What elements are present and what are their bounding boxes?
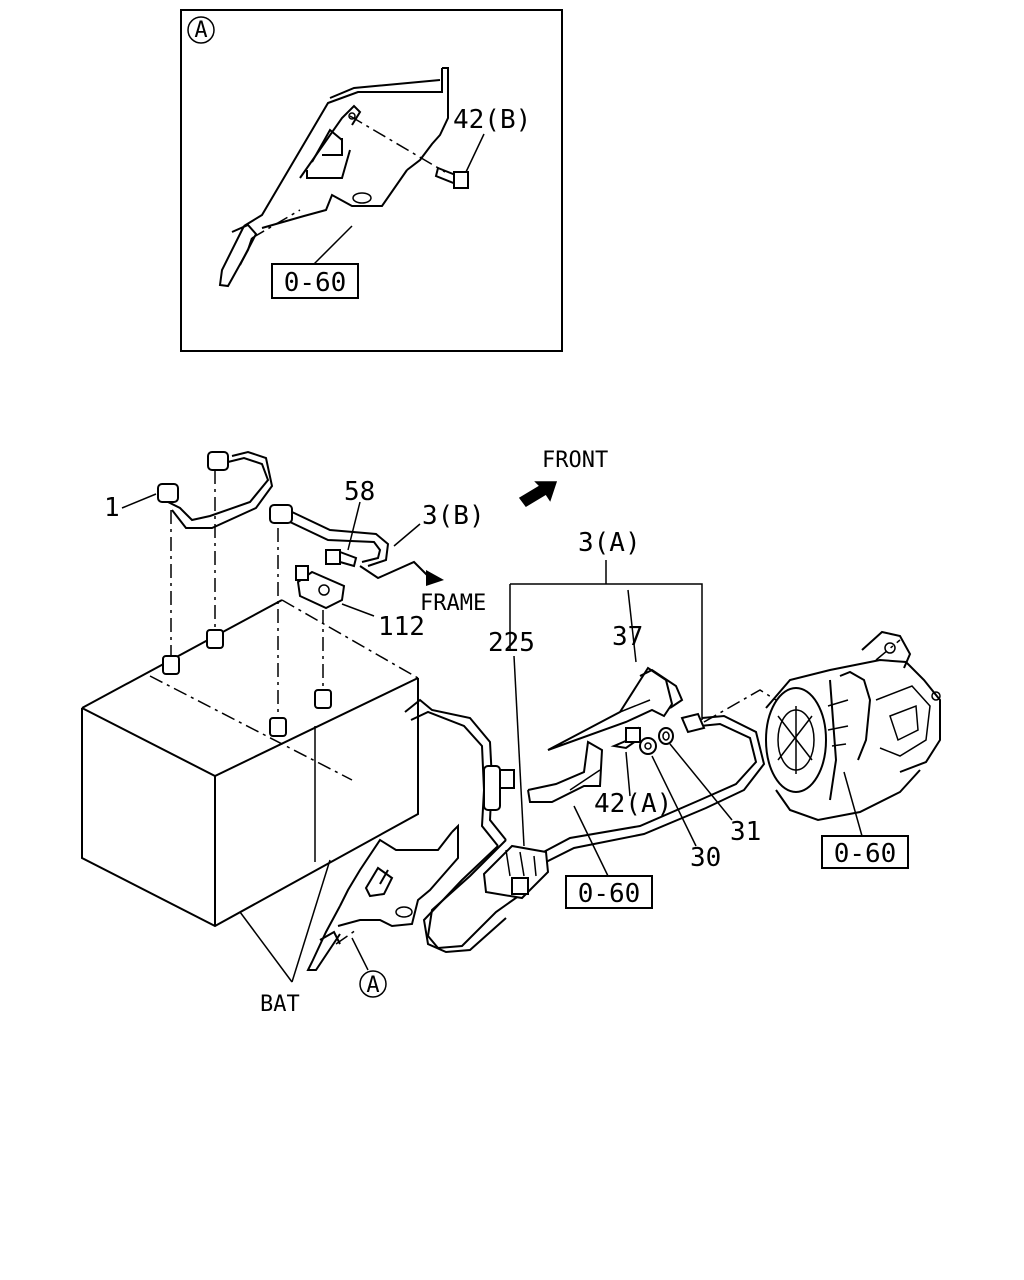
- cover-37: [547, 666, 684, 751]
- starter-motor: [765, 630, 941, 822]
- cable-3b: [269, 504, 444, 586]
- ref-box-starter: [821, 835, 909, 869]
- main-marker-circle: [359, 970, 387, 998]
- starter-bracket: [527, 740, 604, 803]
- bolt-42a: [610, 726, 642, 750]
- clamp-112: [295, 565, 346, 610]
- detail-frame: [180, 9, 563, 352]
- positive-cable: [404, 698, 766, 954]
- front-arrow-icon: [518, 481, 558, 507]
- detail-marker-circle: [187, 16, 215, 44]
- detail-marker-letter: A: [194, 18, 207, 43]
- detail-callout-42b: 42(B): [453, 105, 531, 135]
- washer-31: [658, 727, 674, 745]
- detail-bolt-42b: [434, 133, 485, 189]
- callout-31: 31: [730, 817, 761, 847]
- callout-42a: 42(A): [594, 789, 672, 819]
- frame-label: FRAME: [420, 591, 486, 616]
- ref-box-bracket-label: 0-60: [578, 879, 641, 909]
- main-marker-letter: A: [366, 973, 379, 998]
- callout-30: 30: [690, 843, 721, 873]
- bolt-58: [325, 549, 358, 568]
- detail-bracket-drawing: [218, 67, 449, 288]
- cable-1: [157, 450, 274, 529]
- fusible-link-225: [482, 844, 550, 900]
- detail-a-inset: A 42(B) 0-60: [180, 9, 563, 352]
- callout-37: 37: [612, 622, 643, 652]
- callout-225: 225: [488, 628, 535, 658]
- bat-label: BAT: [260, 992, 300, 1017]
- battery: [81, 470, 419, 928]
- nut-30: [639, 737, 657, 755]
- detail-ref-box-label: 0-60: [284, 268, 347, 298]
- battery-bracket: [306, 823, 459, 971]
- callout-112: 112: [378, 612, 425, 642]
- ref-box-bracket: [565, 875, 653, 909]
- detail-ref-box: [271, 263, 359, 299]
- callout-3a: 3(A): [578, 528, 641, 558]
- ref-box-starter-label: 0-60: [834, 839, 897, 869]
- front-label: FRONT: [542, 448, 608, 473]
- callout-3b: 3(B): [422, 501, 485, 531]
- callout-58: 58: [344, 477, 375, 507]
- callout-1: 1: [104, 493, 120, 523]
